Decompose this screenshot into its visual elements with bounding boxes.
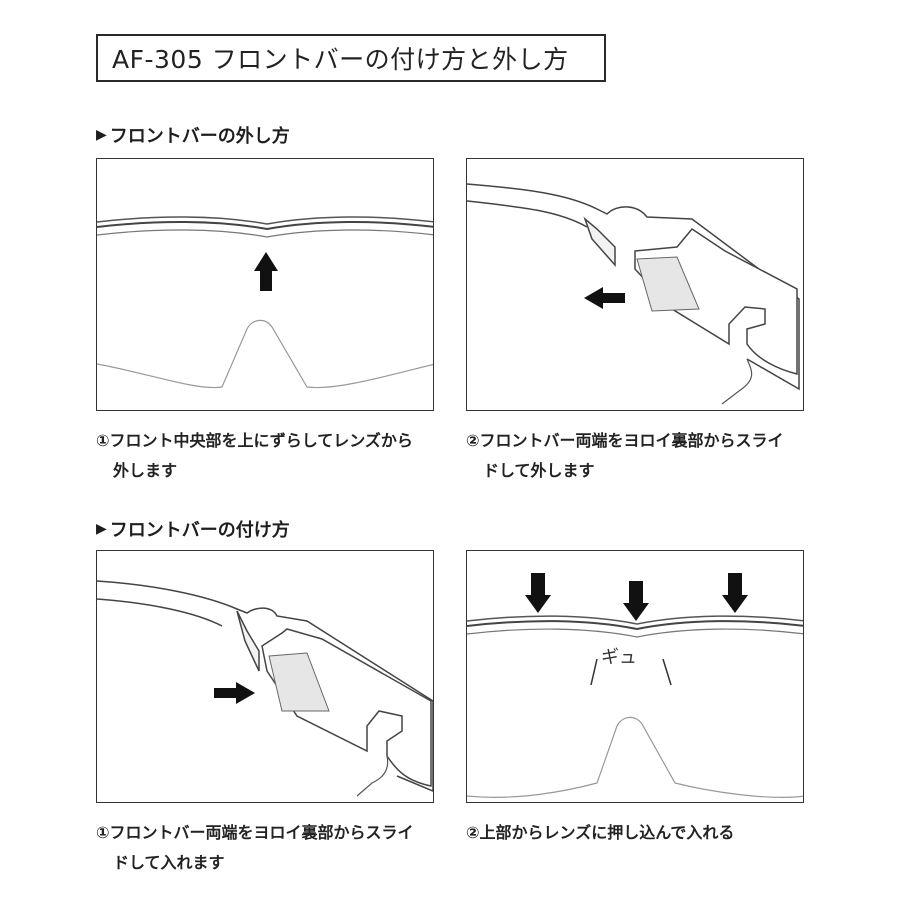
- arrow-left-icon: [584, 287, 625, 309]
- remove-step2-line2: ドして外します: [483, 461, 595, 480]
- remove-step2-line1: ②フロントバー両端をヨロイ裏部からスライ: [466, 431, 784, 450]
- attach-step1-caption: ①フロントバー両端をヨロイ裏部からスライ ドして入れます: [96, 818, 414, 878]
- arrow-up-icon: [254, 252, 278, 291]
- arrow-down-icon: [623, 581, 649, 621]
- remove-step1-caption: ①フロント中央部を上にずらしてレンズから 外します: [96, 426, 413, 486]
- remove-step2-caption: ②フロントバー両端をヨロイ裏部からスライ ドして外します: [466, 426, 784, 486]
- remove-step2-illustration: [466, 158, 804, 411]
- attach-step2-illustration: ギュ: [466, 550, 804, 803]
- attach-step2-line1: ②上部からレンズに押し込んで入れる: [466, 823, 735, 842]
- attach-heading: ▶ フロントバーの付け方: [96, 516, 290, 542]
- attach-step1-illustration: [96, 550, 434, 803]
- remove-step1-line1: ①フロント中央部を上にずらしてレンズから: [96, 431, 413, 450]
- attach-step2-caption: ②上部からレンズに押し込んで入れる: [466, 818, 734, 848]
- arrow-right-icon: [214, 682, 255, 704]
- page-title: AF-305 フロントバーの付け方と外し方: [96, 34, 606, 82]
- arrow-down-icon: [525, 573, 551, 613]
- squeeze-sound-label: ギュ: [601, 647, 637, 668]
- attach-heading-label: フロントバーの付け方: [109, 520, 290, 541]
- triangle-right-icon: ▶: [96, 521, 107, 537]
- attach-step1-line1: ①フロントバー両端をヨロイ裏部からスライ: [96, 823, 414, 842]
- remove-heading: ▶ フロントバーの外し方: [96, 122, 290, 148]
- triangle-right-icon: ▶: [96, 127, 107, 143]
- remove-step1-line2: 外します: [113, 461, 178, 480]
- arrow-down-icon: [722, 573, 748, 613]
- remove-heading-label: フロントバーの外し方: [109, 126, 290, 147]
- attach-step1-line2: ドして入れます: [113, 853, 225, 872]
- remove-step1-illustration: [96, 158, 434, 411]
